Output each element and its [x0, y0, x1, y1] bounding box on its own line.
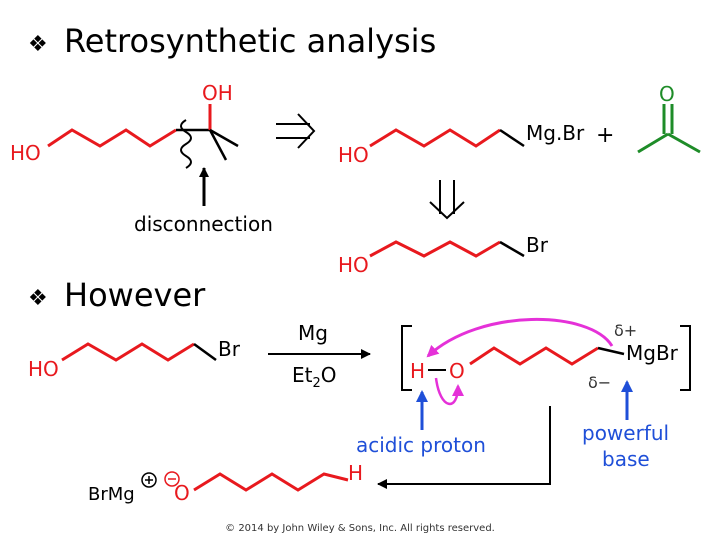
intermediate-mgbr-label: MgBr [626, 341, 679, 365]
negative-charge-icon [164, 471, 180, 487]
curved-arrow-base-to-proton [426, 317, 614, 358]
start-bromide-molecule: HO Br [28, 337, 241, 381]
plus-sign: + [596, 123, 614, 148]
bromide-ho-label: HO [338, 253, 369, 277]
intermediate-molecule: H O MgBr δ+ δ− [410, 321, 679, 392]
wavy-bond-icon [180, 119, 192, 169]
start-ho-label: HO [28, 357, 59, 381]
target-molecule: HO OH [10, 81, 239, 165]
grignard-mgbr-label: Mg.Br [526, 121, 585, 145]
intermediate-h-label: H [410, 359, 425, 383]
disconnection-label: disconnection [134, 212, 273, 236]
product-molecule: BrMg O H [88, 461, 363, 505]
right-bracket [680, 325, 691, 391]
bromide-br-label: Br [526, 233, 549, 257]
heading-retrosynthetic: Retrosynthetic analysis [64, 22, 437, 60]
left-bracket [401, 325, 412, 391]
target-oh-label: OH [202, 81, 233, 105]
acetone-molecule: O [637, 82, 701, 154]
bromide-molecule: HO Br [338, 233, 549, 277]
copyright-footer: © 2014 by John Wiley & Sons, Inc. All ri… [225, 523, 495, 534]
return-arrow [377, 406, 551, 489]
reagent-mg-label: Mg [298, 321, 328, 345]
ketone-o-label: O [659, 82, 675, 106]
retro-arrow-down-icon [429, 180, 465, 220]
grignard-molecule: HO Mg.Br [338, 121, 585, 167]
positive-charge-icon [141, 472, 157, 488]
bullet-icon: ❖ [28, 286, 48, 311]
product-brmg-label: BrMg [88, 484, 135, 505]
curved-arrow-bond-to-oxygen [434, 377, 464, 406]
powerful-label: powerful [582, 421, 669, 445]
reagent-ether-label: Et2O [292, 363, 337, 391]
bullet-icon: ❖ [28, 32, 48, 57]
base-label: base [602, 447, 650, 471]
acidic-proton-label: acidic proton [356, 433, 486, 457]
delta-minus-label: δ− [588, 373, 611, 392]
product-o-label: O [174, 481, 190, 505]
product-h-label: H [348, 461, 363, 485]
retro-arrow-right-icon [276, 113, 316, 149]
target-ho-label: HO [10, 141, 41, 165]
heading-however: However [64, 276, 206, 314]
delta-plus-label: δ+ [614, 321, 637, 340]
start-br-label: Br [218, 337, 241, 361]
grignard-ho-label: HO [338, 143, 369, 167]
intermediate-o-label: O [449, 359, 465, 383]
